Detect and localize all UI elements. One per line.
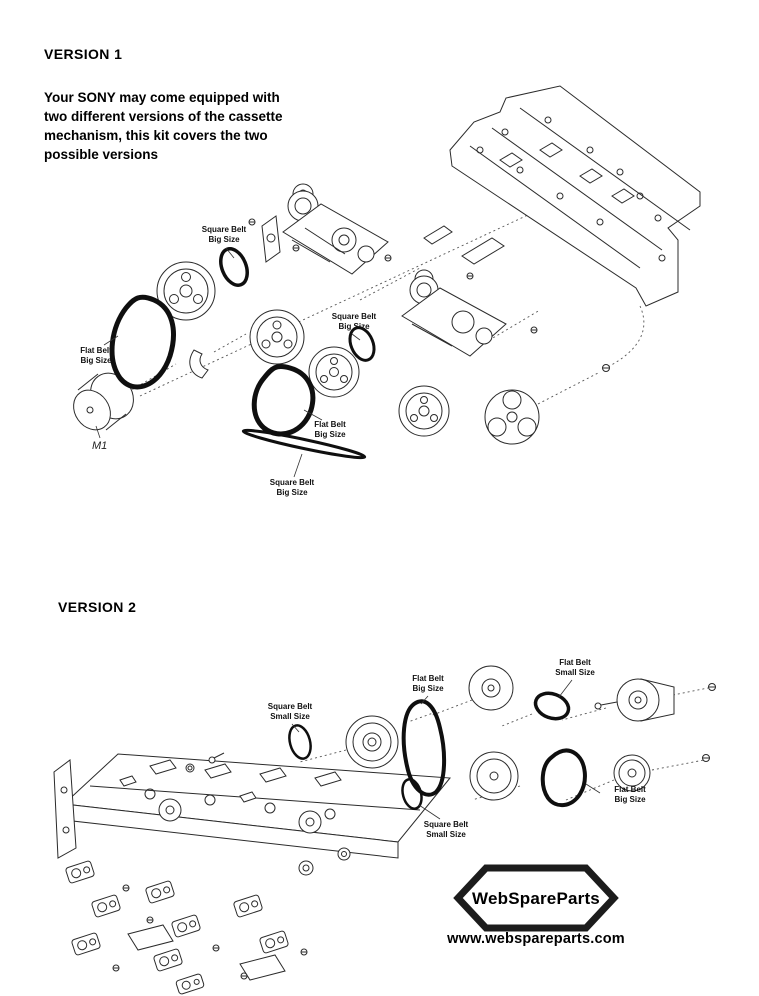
motor-m1	[73, 372, 134, 431]
small-parts-cluster	[65, 847, 351, 995]
belt-label-square-big-3: Square Belt Big Size	[269, 478, 315, 498]
motor-m1-label: M1	[92, 440, 108, 452]
belt-square-big-3	[241, 428, 367, 460]
pulley-big-v2	[345, 715, 399, 769]
webspareparts-logo-hexagon	[453, 864, 619, 932]
belt-label-flat-small: Flat Belt Small Size	[555, 658, 595, 678]
version2-diagram	[53, 665, 716, 995]
exploded-axis-lines	[127, 199, 645, 405]
belt-flat-big-v2-2	[540, 748, 587, 807]
version1-title: VERSION 1	[44, 46, 123, 62]
pulley-center-1	[249, 309, 305, 365]
belt-label-square-big-2: Square Belt Big Size	[331, 312, 377, 332]
belt-label-square-small-1: Square Belt Small Size	[267, 702, 313, 722]
belt-square-small-2	[401, 778, 423, 810]
mechanism-block-1	[261, 183, 389, 275]
flywheel	[484, 389, 540, 445]
belt-flat-big-2	[251, 363, 316, 437]
chassis-plate-2	[53, 752, 451, 859]
belt-flat-small	[533, 691, 571, 721]
version1-description: Your SONY may come equipped with two dif…	[44, 90, 283, 163]
pulley-center-2	[308, 346, 360, 398]
belt-flat-big-1	[109, 294, 176, 390]
belt-square-small-1	[288, 724, 312, 760]
belt-label-flat-big-v2-2: Flat Belt Big Size	[614, 785, 646, 805]
pulley-right	[398, 385, 450, 437]
belt-label-flat-big-v2-1: Flat Belt Big Size	[412, 674, 444, 694]
webspareparts-logo-text: WebSpareParts	[472, 889, 600, 908]
motor-v2	[594, 678, 716, 722]
mechanism-block-2	[401, 225, 507, 357]
pulley-large-left	[156, 261, 216, 321]
belt-label-flat-big-1: Flat Belt Big Size	[80, 346, 112, 366]
version2-title: VERSION 2	[58, 599, 137, 615]
chassis-plate	[449, 85, 701, 307]
pulley-mid-v2	[469, 751, 519, 801]
belt-label-square-big-1: Square Belt Big Size	[201, 225, 247, 245]
label-leader-lines	[95, 247, 361, 478]
belt-label-flat-big-2: Flat Belt Big Size	[314, 420, 346, 440]
pulley-small-right	[613, 754, 710, 792]
screws	[248, 218, 610, 372]
belt-square-big-2	[348, 326, 376, 362]
label-leader-lines-2	[291, 679, 601, 820]
idler-bracket	[189, 349, 209, 379]
belt-flat-big-v2-1	[401, 699, 447, 797]
belt-label-square-small-2: Square Belt Small Size	[423, 820, 469, 840]
belt-square-big-1	[219, 247, 249, 287]
website-url[interactable]: www.webspareparts.com	[447, 931, 625, 947]
flat-disc	[468, 665, 514, 711]
version1-diagram	[73, 85, 701, 478]
